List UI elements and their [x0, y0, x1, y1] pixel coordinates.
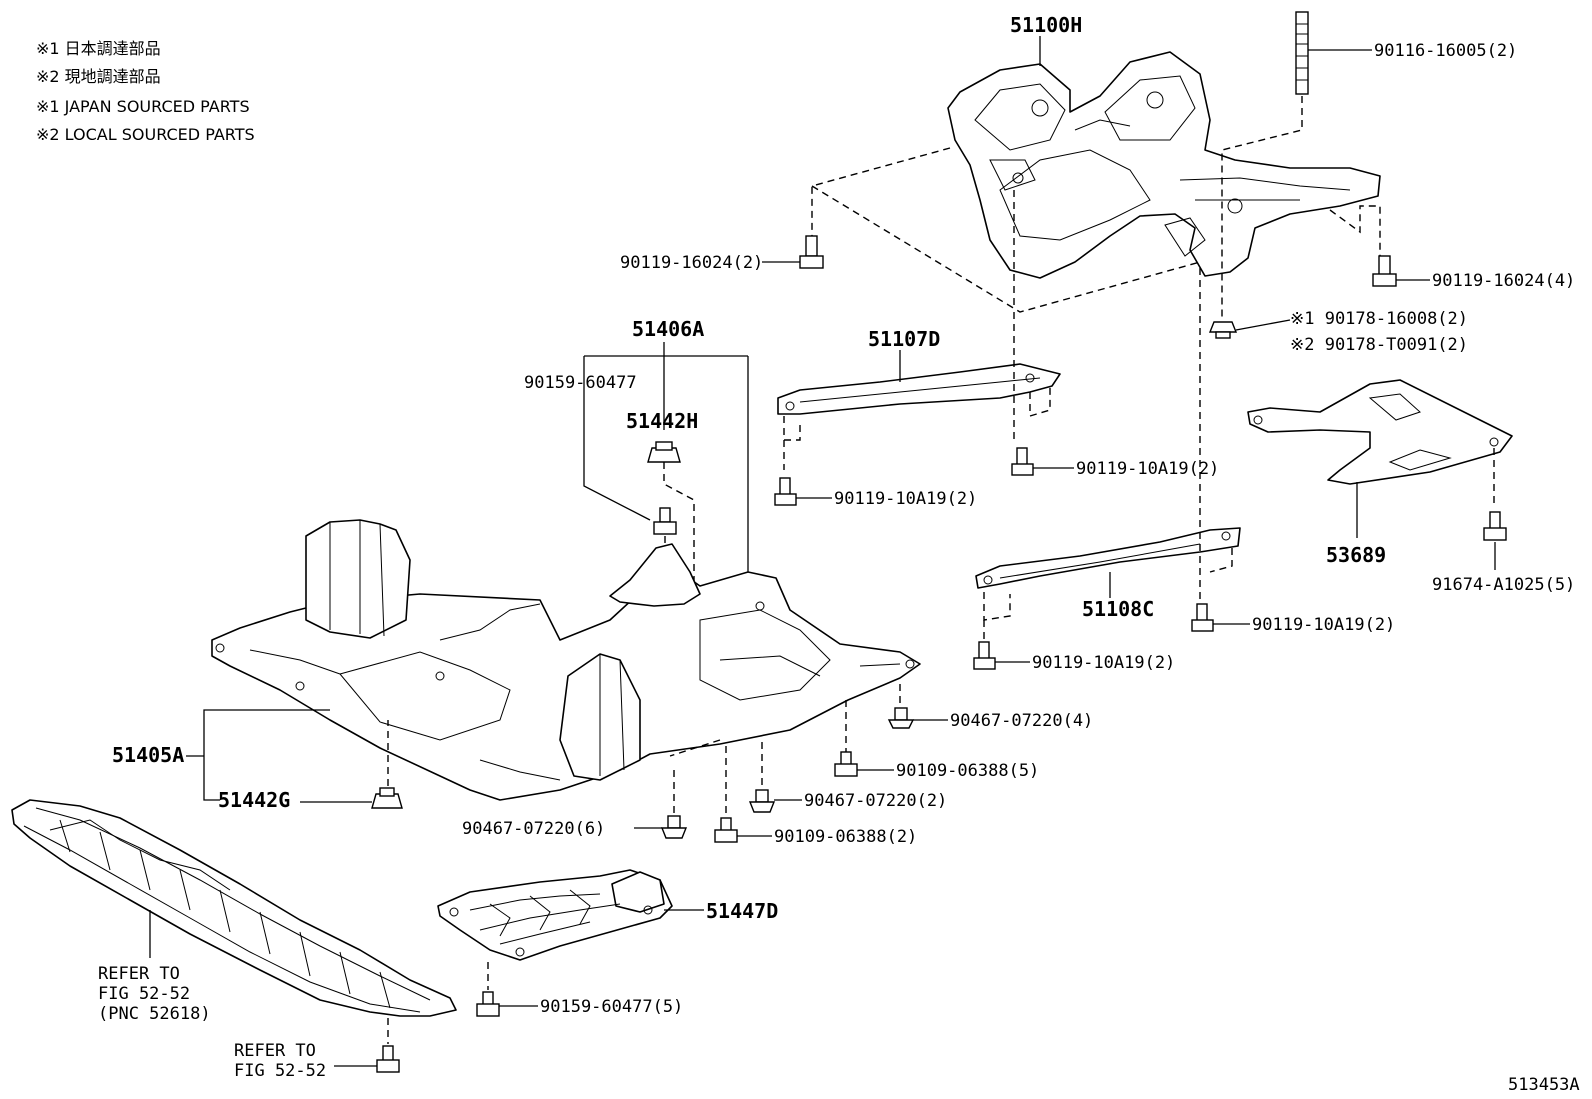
label-51107D[interactable]: 51107D: [868, 327, 940, 351]
stud-bolt-icon: [1295, 11, 1309, 95]
dash-51442H: [663, 462, 695, 586]
label-90178-T0091[interactable]: ※2 90178-T0091(2): [1290, 335, 1468, 355]
dash-crossmember-left: [811, 147, 951, 236]
screw-icon: [653, 507, 677, 535]
rear-under-cover-drawing: [437, 869, 673, 961]
dash-brace-front-right: [1029, 386, 1051, 417]
bolt-icon: [834, 751, 858, 777]
clip-nut-icon: [647, 441, 681, 463]
label-53689[interactable]: 53689: [1326, 543, 1386, 567]
note-local-en: ※2 LOCAL SOURCED PARTS: [36, 125, 255, 144]
bolt-icon: [1191, 603, 1214, 632]
rear-brace-drawing: [975, 527, 1241, 589]
dash-brace-rear-right2: [1209, 548, 1233, 573]
note-local-jp: ※2 現地調達部品: [36, 67, 161, 86]
bolt-icon: [973, 641, 996, 670]
bolt-icon: [714, 817, 738, 843]
label-90467-07220-b[interactable]: 90467-07220(2): [804, 791, 947, 811]
clip-nut-icon: [371, 787, 403, 809]
dash-cover-corner: [669, 739, 721, 757]
clip-icon: [748, 789, 776, 813]
bolt-icon: [1011, 447, 1034, 476]
refer-2-line1: REFER TO: [234, 1041, 316, 1061]
crossmember-drawing: [947, 51, 1381, 279]
clip-icon: [660, 815, 688, 839]
label-51447D[interactable]: 51447D: [706, 899, 778, 923]
bolt-icon: [774, 477, 797, 506]
bracket-drawing: [1247, 379, 1513, 485]
label-51405A[interactable]: 51405A: [112, 743, 184, 767]
dash-crossmember-outline: [811, 185, 1201, 313]
label-51406A[interactable]: 51406A: [632, 317, 704, 341]
bolt-icon: [1372, 255, 1397, 287]
leader-51406A: [583, 342, 749, 574]
label-51100H[interactable]: 51100H: [1010, 13, 1082, 37]
dash-crossmember-right: [1329, 205, 1381, 256]
label-90119-10A19-a[interactable]: 90119-10A19(2): [1076, 459, 1219, 479]
refer-1-line3: (PNC 52618): [98, 1004, 211, 1024]
engine-under-cover-drawing: [211, 519, 921, 801]
clip-icon: [887, 707, 915, 729]
figure-number: 513453A: [1508, 1075, 1580, 1095]
bolt-icon: [799, 235, 824, 269]
label-90109-06388-b[interactable]: 90109-06388(2): [774, 827, 917, 847]
refer-2-line2[interactable]: FIG 52-52: [234, 1061, 326, 1081]
dash-brace-rear-left: [983, 592, 1011, 621]
nut-icon: [1208, 321, 1238, 339]
leader-nut: [1235, 319, 1291, 331]
leader-51405A: [203, 709, 330, 801]
label-51108C[interactable]: 51108C: [1082, 597, 1154, 621]
bolt-icon: [1483, 511, 1507, 541]
label-91674-A1025[interactable]: 91674-A1025(5): [1432, 575, 1575, 595]
refer-1-line1: REFER TO: [98, 964, 180, 984]
dash-stud: [1221, 96, 1303, 318]
note-japan-jp: ※1 日本調達部品: [36, 39, 161, 58]
dash-brace-front-left: [783, 416, 801, 441]
label-51442G[interactable]: 51442G: [218, 788, 290, 812]
front-brace-drawing: [777, 363, 1061, 415]
label-90159-60477-rear[interactable]: 90159-60477(5): [540, 997, 683, 1017]
label-90159-60477-top[interactable]: 90159-60477: [524, 373, 637, 393]
label-90119-10A19-c[interactable]: 90119-10A19(2): [1252, 615, 1395, 635]
label-90467-07220-a[interactable]: 90467-07220(4): [950, 711, 1093, 731]
label-90119-10A19-d[interactable]: 90119-10A19(2): [1032, 653, 1175, 673]
label-90119-16024-right[interactable]: 90119-16024(4): [1432, 271, 1575, 291]
label-90116-16005[interactable]: 90116-16005(2): [1374, 41, 1517, 61]
label-90119-10A19-b[interactable]: 90119-10A19(2): [834, 489, 977, 509]
refer-1-line2[interactable]: FIG 52-52: [98, 984, 190, 1004]
bolt-icon: [376, 1045, 400, 1073]
front-spoiler-drawing: [11, 799, 457, 1017]
label-51442H[interactable]: 51442H: [626, 409, 698, 433]
label-90467-07220-c[interactable]: 90467-07220(6): [462, 819, 605, 839]
sourcing-notes: ※1 日本調達部品 ※2 現地調達部品 ※1 JAPAN SOURCED PAR…: [36, 39, 255, 144]
label-90119-16024-left[interactable]: 90119-16024(2): [620, 253, 763, 273]
label-90178-16008[interactable]: ※1 90178-16008(2): [1290, 309, 1468, 329]
note-japan-en: ※1 JAPAN SOURCED PARTS: [36, 97, 250, 116]
screw-icon: [476, 991, 500, 1017]
label-90109-06388-a[interactable]: 90109-06388(5): [896, 761, 1039, 781]
